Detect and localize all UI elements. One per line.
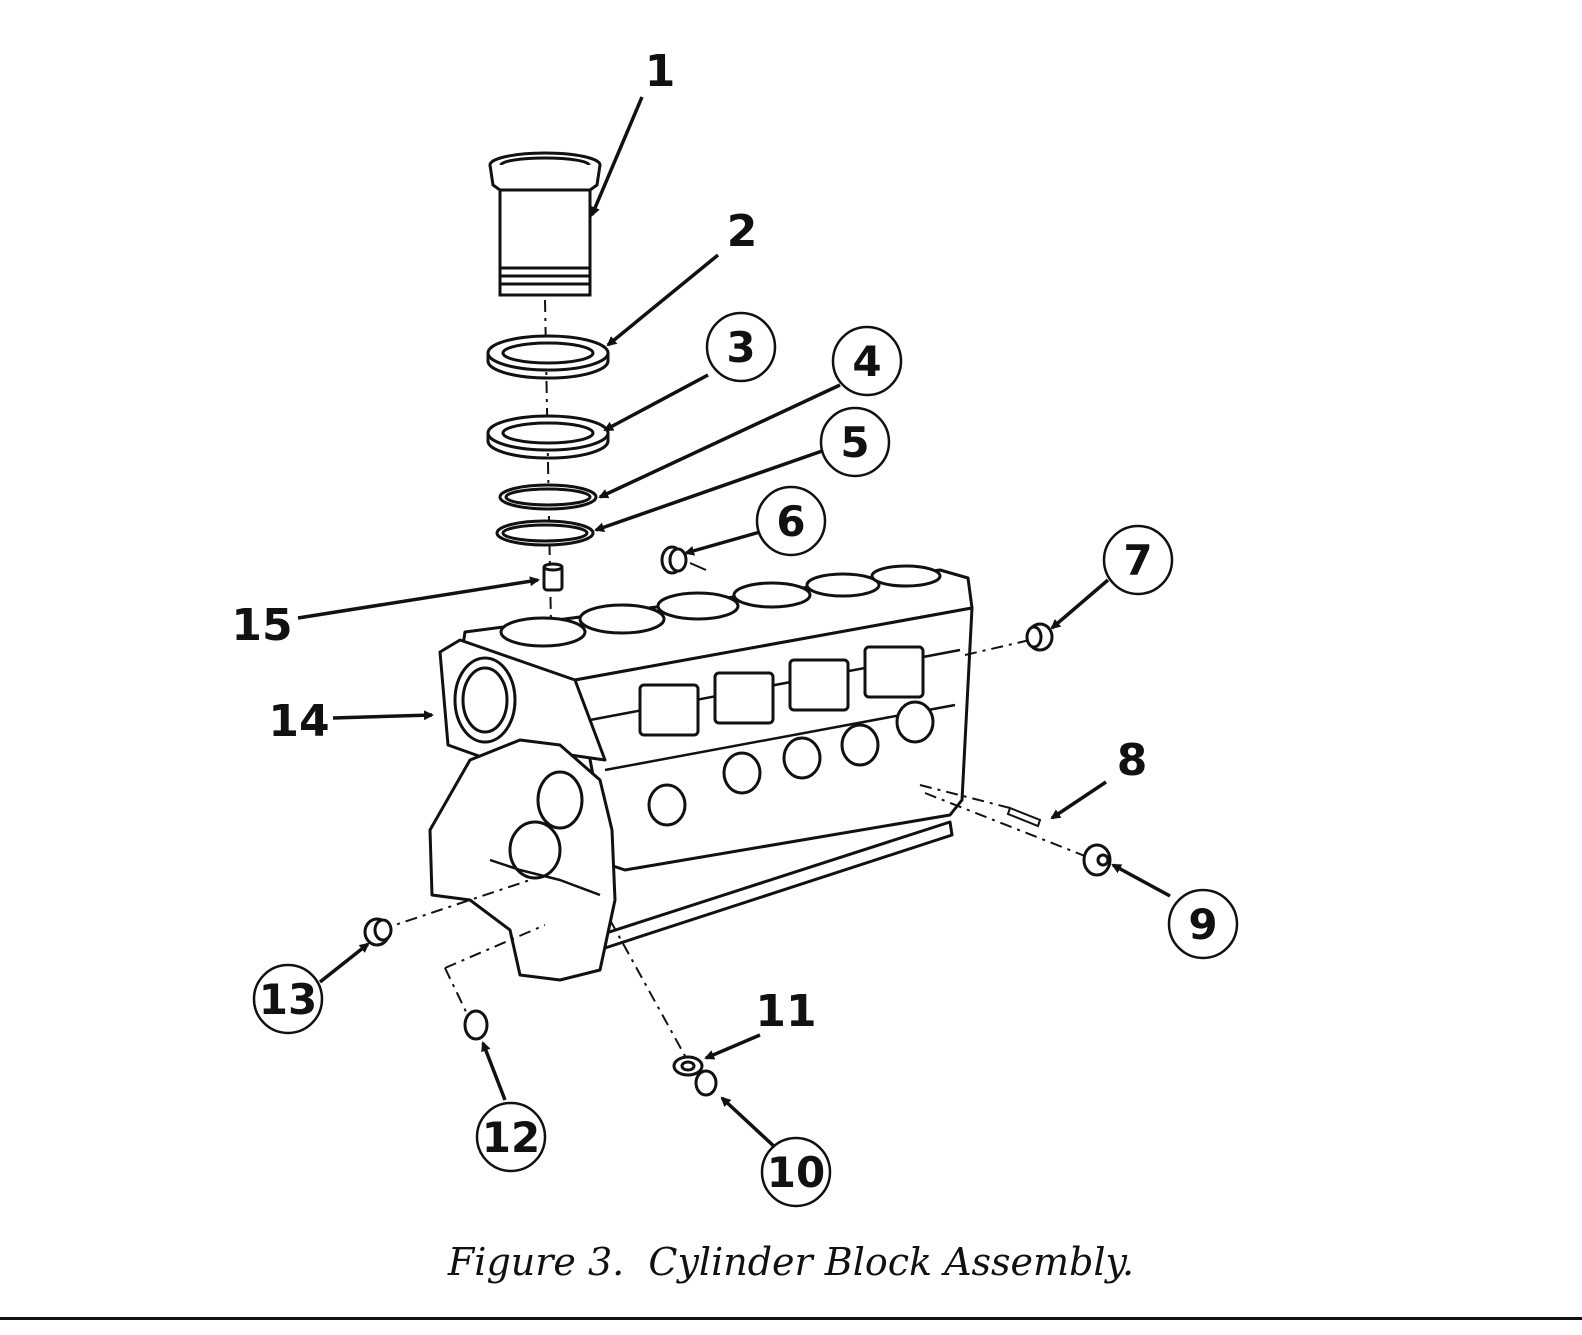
- pin-8: [1006, 806, 1042, 828]
- callout-15: 15: [231, 600, 292, 651]
- bottom-rule: [0, 1317, 1582, 1320]
- callout-13: 13: [259, 975, 317, 1024]
- fitting-12: [463, 1009, 489, 1041]
- callout-12: 12: [482, 1113, 540, 1162]
- callout-14: 14: [268, 696, 329, 747]
- callout-labels: 1 2 3 4 5 6 7 8 9 10 11 12 13 14 15: [231, 46, 1217, 1197]
- callout-7: 7: [1123, 536, 1152, 585]
- callout-circles: [252, 311, 1239, 1208]
- callout-1: 1: [645, 46, 676, 97]
- dowel-pin: [542, 562, 564, 592]
- part-centerlines: [379, 639, 1091, 1066]
- side-plugs-and-fittings: [363, 622, 1112, 1097]
- leader-arrows: [297, 96, 1171, 1152]
- plug-10: [694, 1069, 718, 1097]
- expansion-plug-top: [660, 545, 707, 575]
- callout-5: 5: [840, 418, 869, 467]
- callout-11: 11: [755, 986, 816, 1037]
- cylinder-liner: [488, 151, 602, 297]
- callout-9: 9: [1188, 900, 1217, 949]
- callout-6: 6: [776, 497, 805, 546]
- callout-3: 3: [726, 323, 755, 372]
- liner-seal-rings: [486, 334, 610, 547]
- callout-2: 2: [727, 206, 758, 257]
- cylinder-block: [428, 564, 974, 982]
- callout-4: 4: [852, 337, 881, 386]
- callout-10: 10: [767, 1148, 825, 1197]
- callout-8: 8: [1117, 735, 1148, 786]
- figure-caption: Figure 3. Cylinder Block Assembly.: [447, 1240, 1135, 1284]
